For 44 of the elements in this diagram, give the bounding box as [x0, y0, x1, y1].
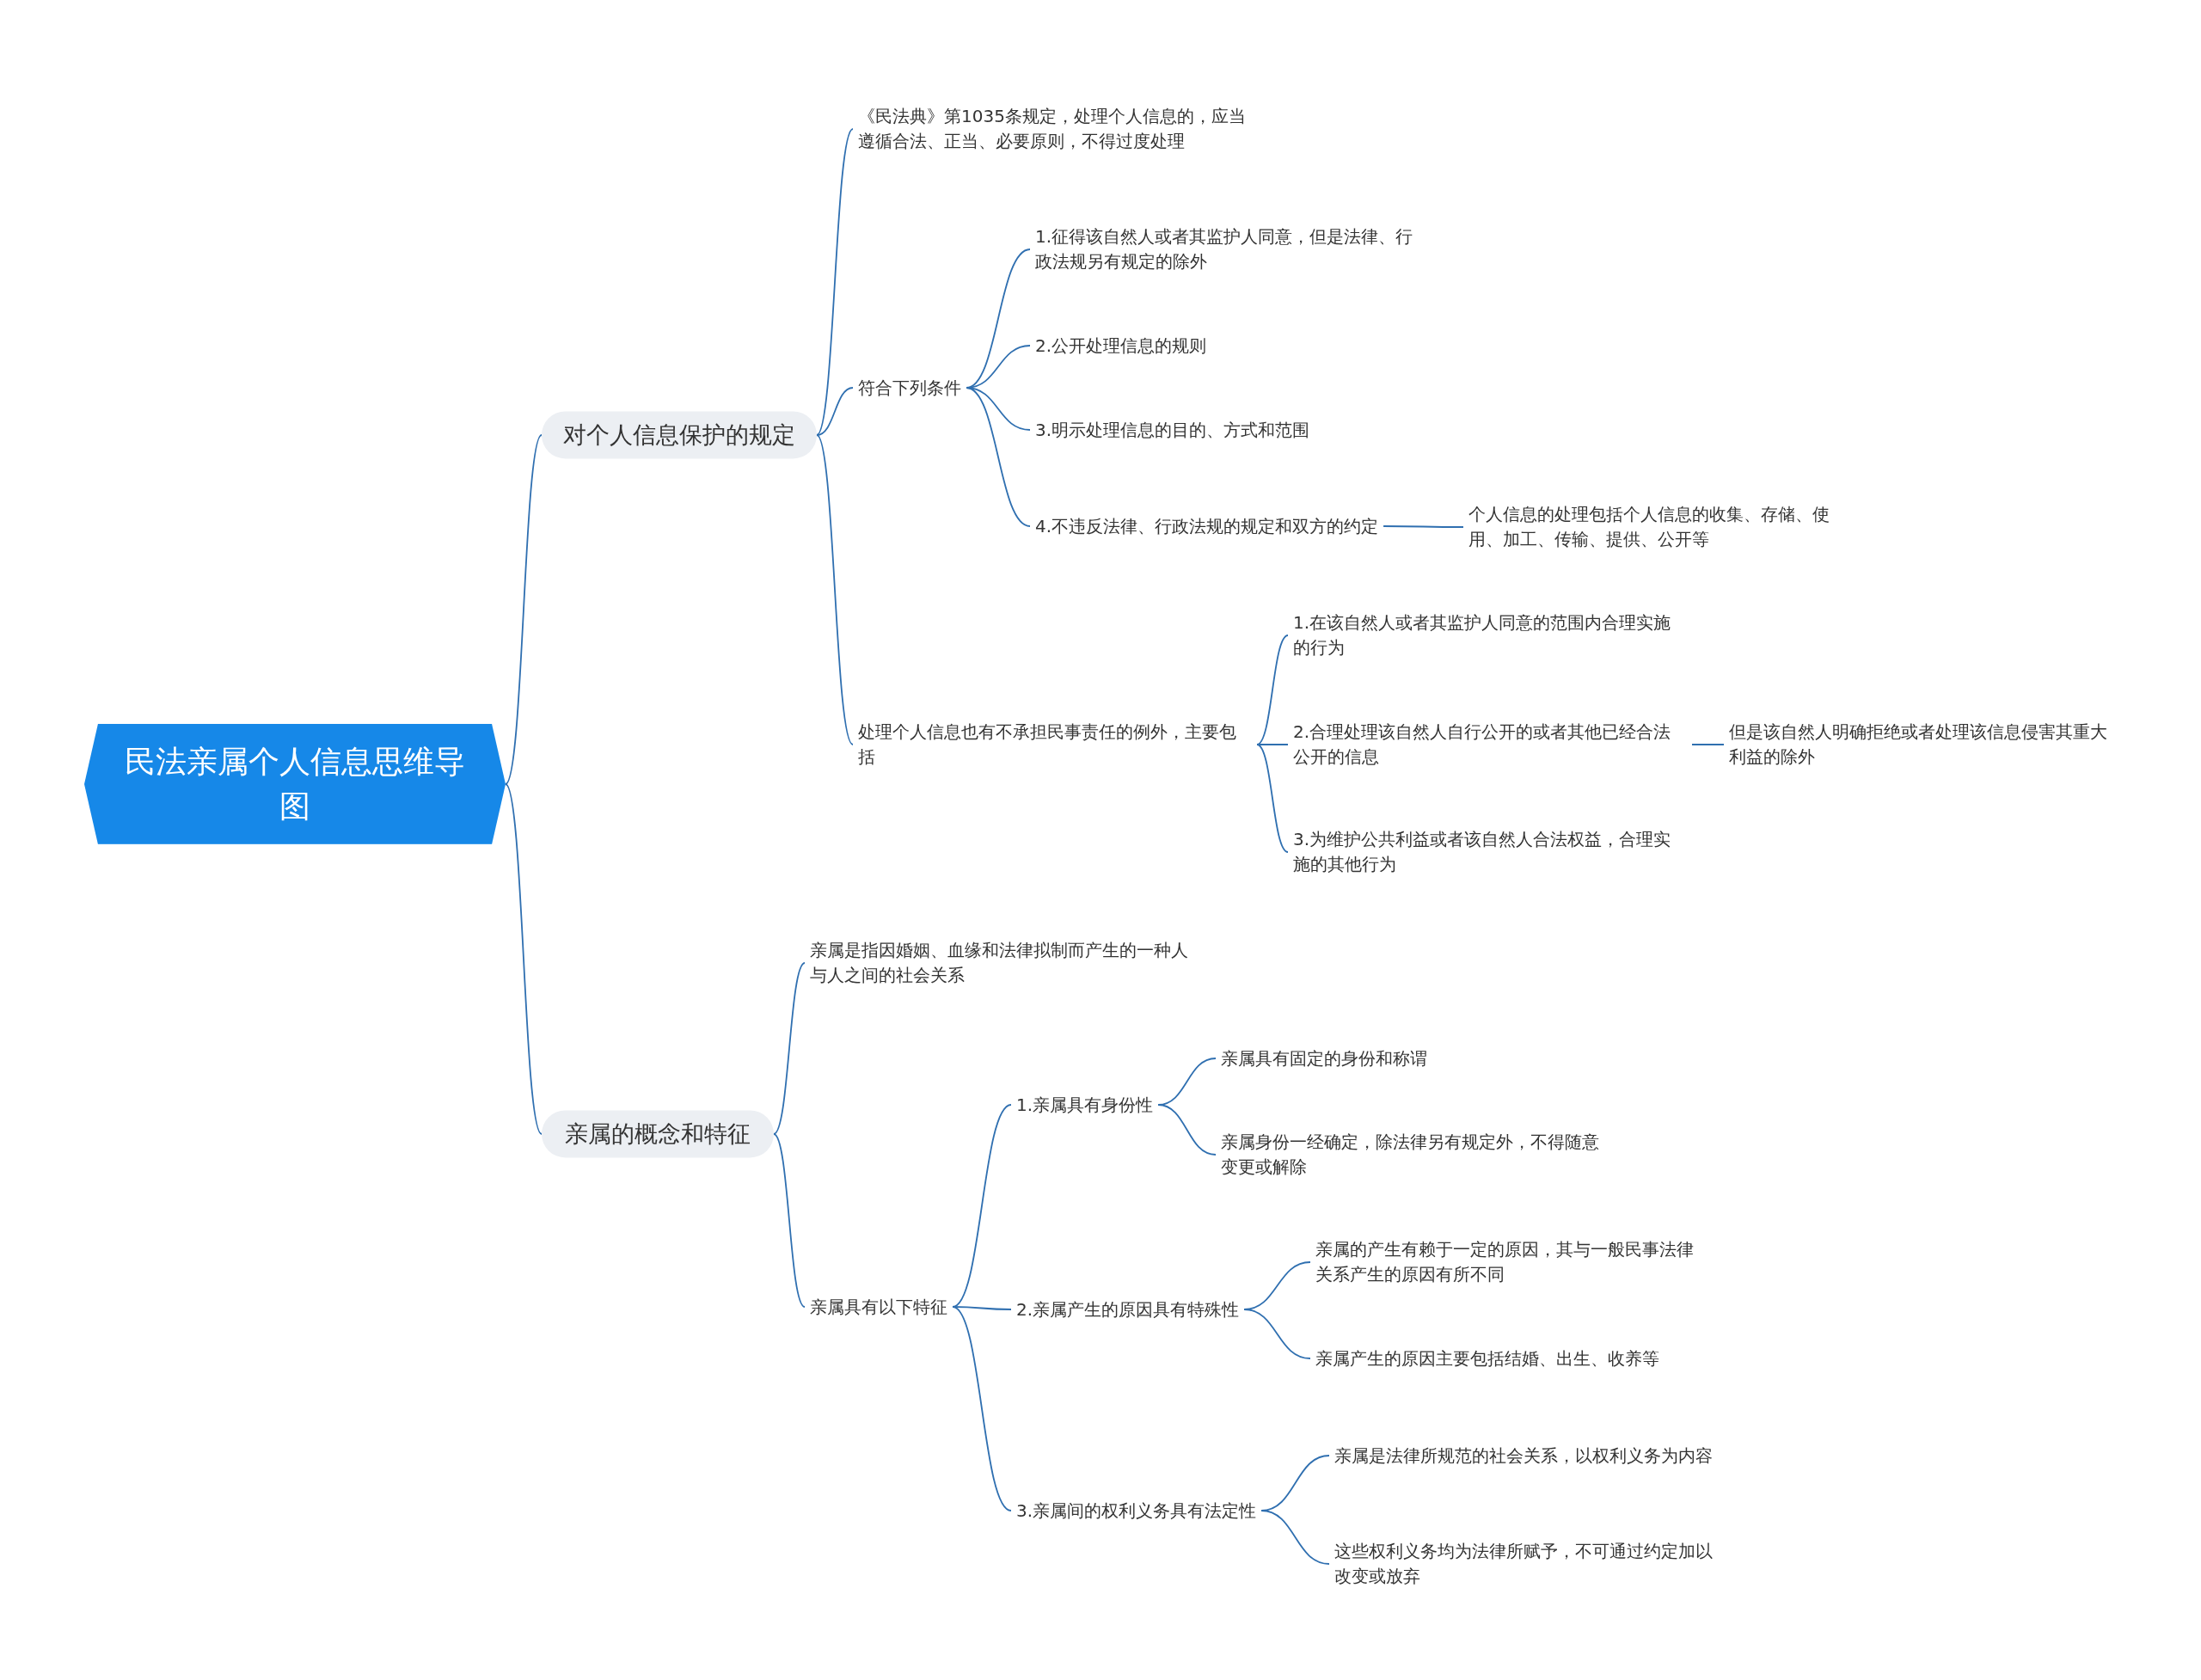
topic-text: 亲属是指因婚姻、血缘和法律拟制而产生的一种人与人之间的社会关系 [805, 936, 1209, 990]
connector-line [952, 1306, 1012, 1310]
connector-line [773, 1133, 806, 1308]
topic-text: 3.明示处理信息的目的、方式和范围 [1030, 415, 1315, 445]
connector-line [773, 962, 806, 1135]
connector-line [816, 128, 854, 436]
topic-text: 1.亲属具有身份性 [1011, 1090, 1159, 1119]
topic-text: 《民法典》第1035条规定，处理个人信息的，应当遵循合法、正当、必要原则，不得过度处理 [853, 102, 1257, 156]
connector-line [1260, 1510, 1330, 1565]
connector-line [952, 1306, 1012, 1511]
topic-text: 亲属身份一经确定，除法律另有规定外，不得随意变更或解除 [1216, 1128, 1620, 1181]
topic-text: 亲属是法律所规范的社会关系，以权利义务为内容 [1329, 1441, 1718, 1470]
connector-line [1256, 635, 1289, 745]
topic-text: 亲属具有以下特征 [805, 1292, 953, 1321]
connector-line [1256, 744, 1289, 853]
connector-line [1243, 1309, 1311, 1359]
topic-text: 亲属的产生有赖于一定的原因，其与一般民事法律关系产生的原因有所不同 [1310, 1235, 1714, 1289]
topic-text: 3.为维护公共利益或者该自然人合法权益，合理实施的其他行为 [1288, 825, 1692, 879]
topic-text: 4.不违反法律、行政法规的规定和双方的约定 [1030, 512, 1384, 541]
topic-text: 2.合理处理该自然人自行公开的或者其他已经合法公开的信息 [1288, 718, 1692, 771]
topic-text: 亲属产生的原因主要包括结婚、出生、收养等 [1310, 1344, 1665, 1373]
topic-text: 1.在该自然人或者其监护人同意的范围内合理实施的行为 [1288, 609, 1692, 662]
connector-line [505, 434, 543, 785]
connector-line [1383, 525, 1464, 528]
connector-line [816, 387, 854, 436]
connector-line [505, 783, 543, 1135]
topic-text: 3.亲属间的权利义务具有法定性 [1011, 1496, 1262, 1525]
connector-line [1256, 744, 1289, 745]
connector-line [1157, 1104, 1217, 1156]
topic-text: 但是该自然人明确拒绝或者处理该信息侵害其重大利益的除外 [1724, 718, 2128, 771]
topic-text: 这些权利义务均为法律所赋予，不可通过约定加以改变或放弃 [1329, 1537, 1733, 1591]
connector-line [816, 434, 854, 745]
topic-text: 个人信息的处理包括个人信息的收集、存储、使用、加工、传输、提供、公开等 [1463, 500, 1867, 554]
connector-line [966, 387, 1031, 527]
topic-text: 亲属具有固定的身份和称谓 [1216, 1044, 1432, 1073]
topic-text: 2.公开处理信息的规则 [1030, 331, 1212, 360]
topic-text: 1.征得该自然人或者其监护人同意，但是法律、行政法规另有规定的除外 [1030, 223, 1434, 276]
branch-topic: 对个人信息保护的规定 [542, 411, 817, 459]
topic-text: 处理个人信息也有不承担民事责任的例外，主要包括 [853, 718, 1257, 771]
central-topic: 民法亲属个人信息思维导图 [84, 723, 506, 845]
topic-text: 2.亲属产生的原因具有特殊性 [1011, 1295, 1245, 1324]
topic-text: 符合下列条件 [853, 373, 966, 402]
connector-line [1691, 744, 1725, 745]
branch-topic: 亲属的概念和特征 [542, 1110, 774, 1158]
